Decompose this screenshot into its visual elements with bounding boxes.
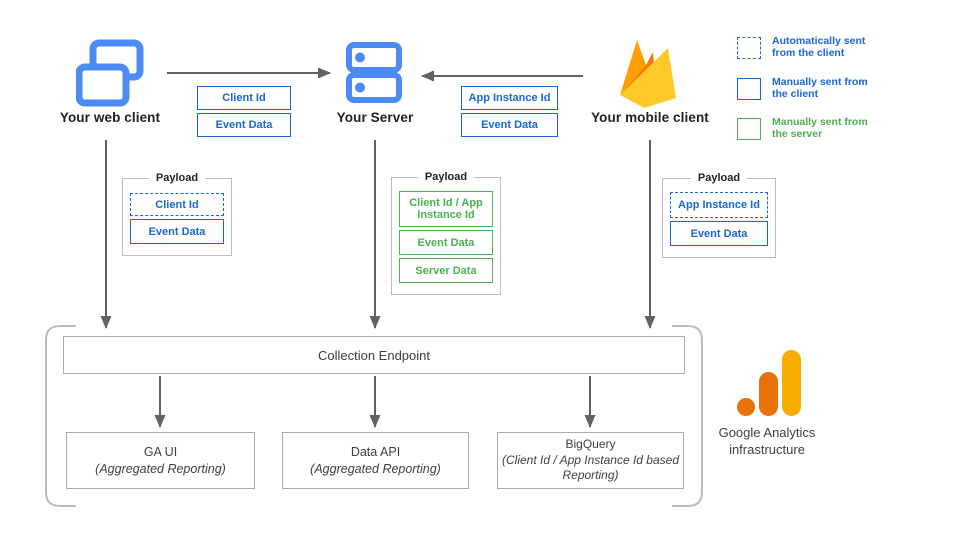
payload-item-event-data: Event Data: [399, 230, 493, 255]
payload-box-web: Payload Client Id Event Data: [122, 172, 232, 256]
legend-swatch-manual-client: [737, 78, 761, 100]
bracket-right: [672, 325, 703, 507]
mobile-client-label: Your mobile client: [591, 110, 709, 125]
payload-title: Payload: [690, 172, 748, 184]
chip-client-id: Client Id: [197, 86, 291, 110]
legend-swatch-auto-client: [737, 37, 761, 59]
output-subtitle: (Client Id / App Instance Id based Repor…: [502, 452, 679, 483]
payload-item-event-data: Event Data: [130, 219, 224, 244]
payload-item-event-data: Event Data: [670, 221, 768, 246]
ga-infrastructure-caption: Google Analytics infrastructure: [718, 425, 816, 457]
legend-label-auto-client: Automatically sent from the client: [772, 35, 866, 59]
payload-title: Payload: [148, 172, 206, 184]
output-box-data-api: Data API (Aggregated Reporting): [282, 432, 469, 489]
payload-box-mobile: Payload App Instance Id Event Data: [662, 172, 776, 258]
output-title: Data API: [350, 444, 401, 459]
payload-item-client-or-app-id: Client Id / App Instance Id: [399, 191, 493, 227]
chip-event-data: Event Data: [461, 113, 558, 137]
legend-label-manual-client: Manually sent from the client: [772, 76, 868, 100]
server-stack-icon: [346, 42, 402, 103]
browser-windows-icon: [76, 39, 144, 107]
output-title: GA UI: [143, 444, 178, 459]
chip-event-data: Event Data: [197, 113, 291, 137]
bracket-left: [45, 325, 76, 507]
payload-item-client-id: Client Id: [130, 193, 224, 216]
web-client-label: Your web client: [59, 110, 161, 125]
firebase-flame-icon: [620, 40, 676, 108]
output-box-ga-ui: GA UI (Aggregated Reporting): [66, 432, 255, 489]
google-analytics-logo: [737, 350, 801, 416]
legend-label-manual-server: Manually sent from the server: [772, 116, 868, 140]
output-box-bigquery: BigQuery (Client Id / App Instance Id ba…: [497, 432, 684, 489]
output-subtitle: (Aggregated Reporting): [310, 461, 441, 476]
payload-box-server: Payload Client Id / App Instance Id Even…: [391, 171, 501, 295]
chip-app-instance-id: App Instance Id: [461, 86, 558, 110]
payload-item-app-instance-id: App Instance Id: [670, 192, 768, 218]
payload-item-server-data: Server Data: [399, 258, 493, 283]
server-label: Your Server: [336, 110, 414, 125]
collection-endpoint-box: Collection Endpoint: [63, 336, 685, 374]
output-title: BigQuery: [565, 437, 616, 452]
legend-swatch-manual-server: [737, 118, 761, 140]
output-subtitle: (Aggregated Reporting): [95, 461, 226, 476]
payload-title: Payload: [417, 171, 475, 183]
